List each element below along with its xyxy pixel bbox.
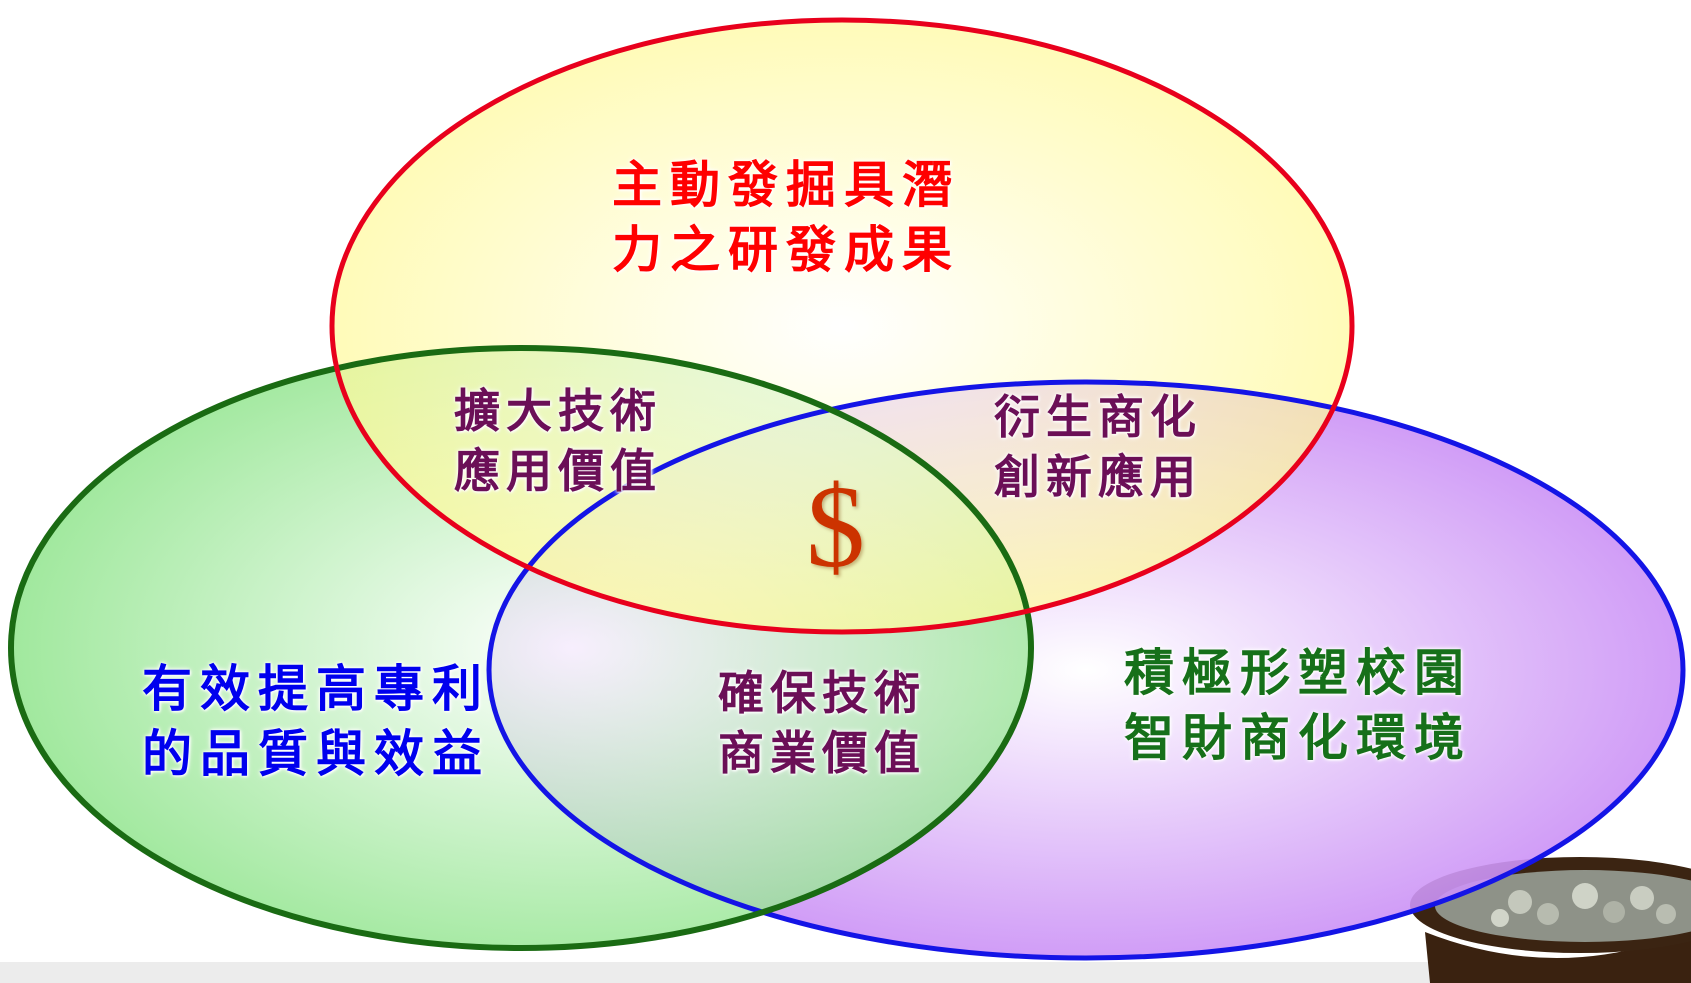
label-line: 商業價值 [718, 725, 926, 780]
left-right-overlap-label: 確保技術 商業價值 [718, 664, 926, 784]
label-line: 力之研發成果 [612, 220, 960, 279]
label-line: 智財商化環境 [1124, 708, 1472, 767]
left-circle-outline [8, 345, 1034, 951]
label-line: 主動發掘具潛 [612, 155, 960, 214]
bowl-illustration [1410, 857, 1691, 983]
left-circle-label: 有效提高專利 的品質與效益 [142, 656, 490, 786]
center-dollar-symbol: $ [806, 461, 865, 592]
label-line: 確保技術 [718, 666, 926, 720]
top-circle-label: 主動發掘具潛 力之研發成果 [612, 152, 960, 282]
top-left-overlap-label: 擴大技術 應用價值 [454, 382, 662, 502]
top-circle-fill [332, 20, 1352, 632]
label-line: 擴大技術 [454, 384, 662, 438]
label-line: 創新應用 [994, 449, 1202, 504]
right-circle-label: 積極形塑校園 智財商化環境 [1124, 640, 1472, 770]
label-line: 的品質與效益 [142, 724, 490, 783]
floor-strip [0, 962, 1691, 983]
top-right-overlap-label: 衍生商化 創新應用 [994, 388, 1202, 508]
label-line: 應用價值 [454, 443, 662, 498]
label-line: 積極形塑校園 [1124, 643, 1472, 702]
top-circle-outline [329, 17, 1355, 635]
right-circle-outline [486, 379, 1686, 961]
label-line: 有效提高專利 [142, 659, 490, 718]
label-line: 衍生商化 [994, 390, 1202, 444]
